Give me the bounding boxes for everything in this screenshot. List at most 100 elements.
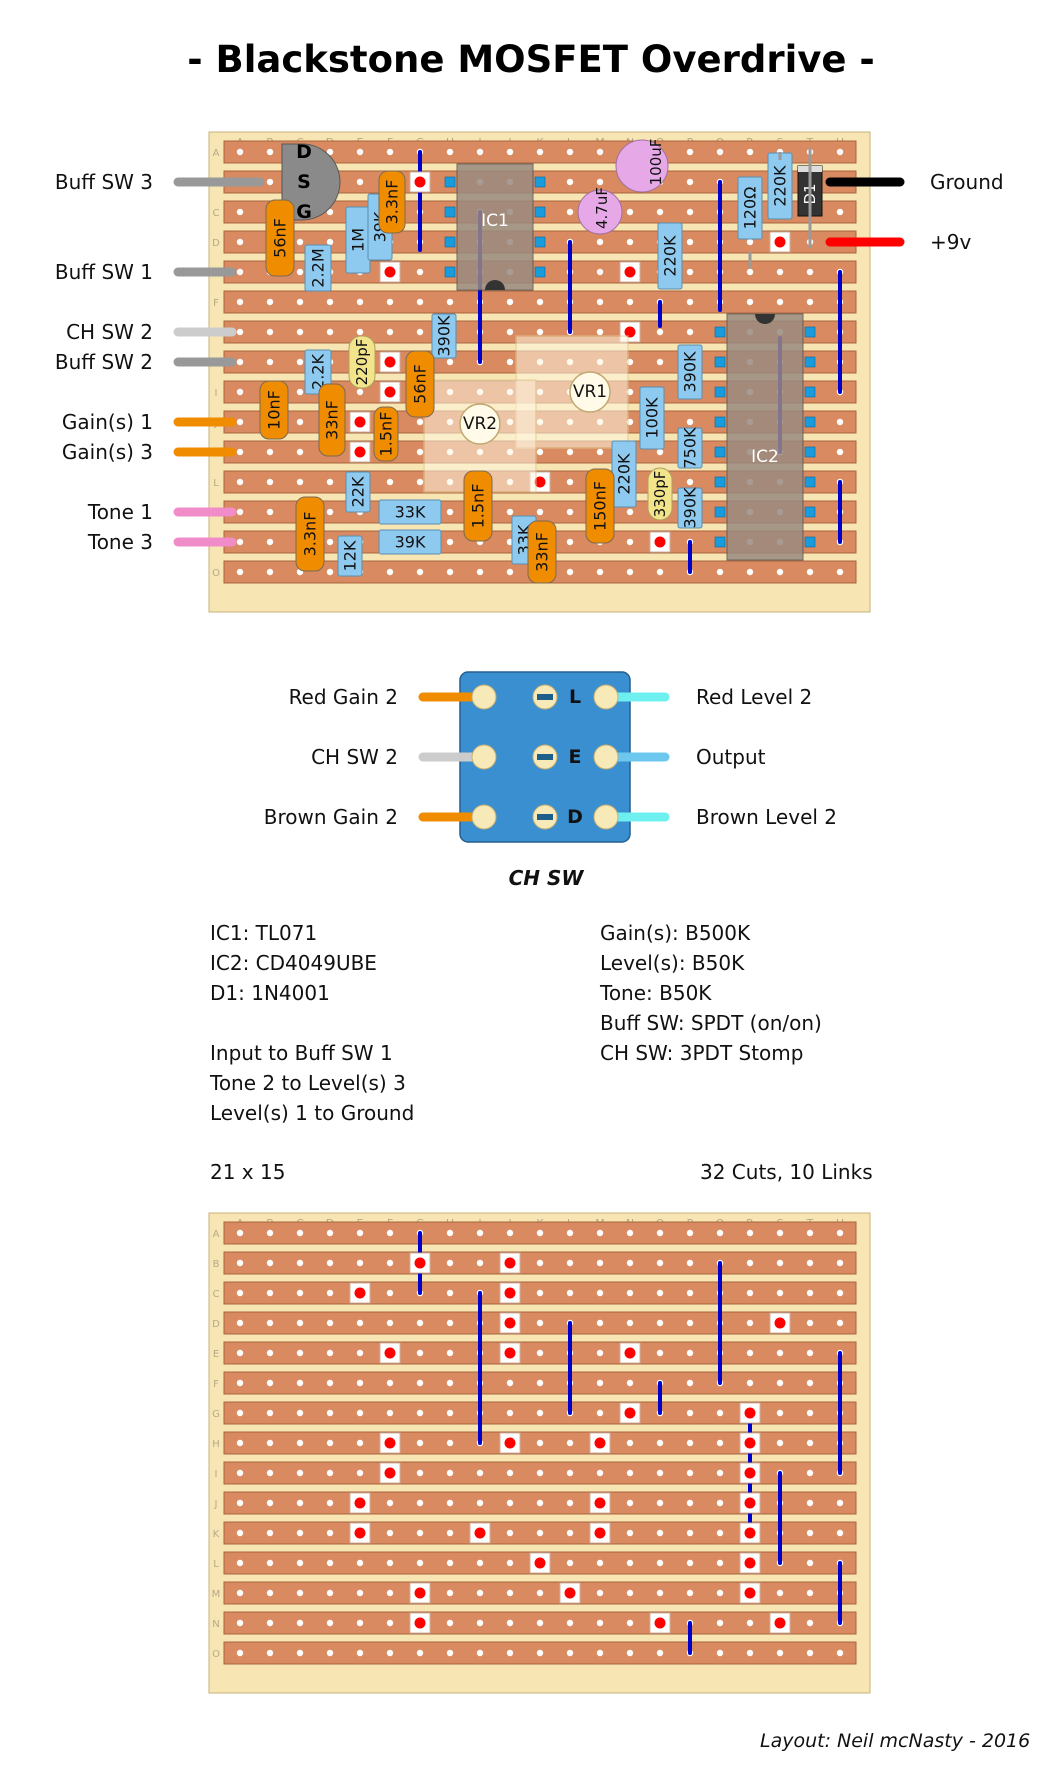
cuts-hole xyxy=(476,1619,484,1627)
r-750k-label: 750K xyxy=(681,427,700,469)
layout-hole xyxy=(266,178,274,186)
r-390k-a-body xyxy=(431,313,457,359)
cuts-hole xyxy=(476,1259,484,1267)
cuts-hole xyxy=(266,1409,274,1417)
mosfet-pin-label: S xyxy=(297,171,311,193)
cut-dot xyxy=(504,1437,516,1449)
r-33k-a-body xyxy=(378,499,442,525)
cuts-hole xyxy=(476,1469,484,1477)
c-1n5-a-body xyxy=(373,406,399,462)
cuts-hole xyxy=(686,1349,694,1357)
layout-hole xyxy=(506,568,514,576)
c-1n5-b-label: 1.5nF xyxy=(469,484,488,529)
c-3n3-b-body xyxy=(295,496,325,572)
c-4u7-label: 4.7uF xyxy=(593,187,611,229)
layout-hole xyxy=(356,328,364,336)
cut-dot xyxy=(534,1557,546,1569)
layout-hole xyxy=(776,298,784,306)
ch-sw-caption: CH SW xyxy=(509,866,585,890)
cuts-hole xyxy=(266,1349,274,1357)
cuts-hole xyxy=(266,1619,274,1627)
board2-strip-cut xyxy=(379,1342,401,1364)
component-pin xyxy=(804,476,816,488)
cuts-hole xyxy=(446,1619,454,1627)
cut-dot xyxy=(504,1347,516,1359)
cuts-hole xyxy=(626,1619,634,1627)
layout-hole xyxy=(326,478,334,486)
layout-hole xyxy=(686,478,694,486)
r-220k-a: 220K xyxy=(767,152,793,220)
cuts-hole xyxy=(806,1649,814,1657)
component-pin xyxy=(714,356,726,368)
layout-row-label: L xyxy=(213,478,219,489)
cuts-hole xyxy=(656,1559,664,1567)
layout-hole xyxy=(626,298,634,306)
cuts-hole xyxy=(266,1289,274,1297)
cuts-hole xyxy=(446,1319,454,1327)
cuts-hole xyxy=(326,1349,334,1357)
cuts-hole xyxy=(446,1349,454,1357)
cuts-hole xyxy=(566,1619,574,1627)
cuts-hole xyxy=(746,1229,754,1237)
layout-hole xyxy=(566,148,574,156)
layout-hole xyxy=(356,148,364,156)
cuts-hole xyxy=(476,1649,484,1657)
cuts-hole xyxy=(776,1289,784,1297)
layout-hole xyxy=(236,238,244,246)
r-220k-b-body xyxy=(657,222,683,290)
ch-sw-right-label: Output xyxy=(696,745,766,769)
layout-hole xyxy=(416,298,424,306)
layout-hole xyxy=(416,568,424,576)
cuts-hole xyxy=(326,1529,334,1537)
cuts-hole xyxy=(686,1439,694,1447)
cuts-hole xyxy=(656,1469,664,1477)
layout-hole xyxy=(686,208,694,216)
layout-hole xyxy=(596,148,604,156)
c-3n3-top-body xyxy=(378,170,406,234)
cuts-hole xyxy=(566,1649,574,1657)
cut-dot xyxy=(624,266,636,278)
layout-hole xyxy=(356,298,364,306)
cuts-hole xyxy=(236,1349,244,1357)
note-ic1: IC1: TL071 xyxy=(210,921,318,945)
r-1m: 1M xyxy=(345,206,371,274)
cuts-row-label: O xyxy=(212,1649,220,1660)
r-390k-a-label: 390K xyxy=(435,315,454,357)
mosfet-body xyxy=(281,143,341,221)
layout-hole xyxy=(536,328,544,336)
layout-hole xyxy=(266,358,274,366)
cuts-hole xyxy=(386,1319,394,1327)
cuts-hole xyxy=(506,1589,514,1597)
ic2-chip: IC2 xyxy=(726,313,804,561)
layout-hole xyxy=(836,568,844,576)
cuts-hole xyxy=(536,1289,544,1297)
cuts-hole xyxy=(506,1499,514,1507)
cuts-hole xyxy=(266,1529,274,1537)
cuts-hole xyxy=(596,1469,604,1477)
note-input: Input to Buff SW 1 xyxy=(210,1041,393,1065)
cuts-hole xyxy=(296,1259,304,1267)
board2-strip-cut xyxy=(589,1432,611,1454)
c-100u-label: 100uF xyxy=(647,139,665,186)
offboard-wire-label: Buff SW 1 xyxy=(55,260,153,284)
cuts-hole xyxy=(356,1559,364,1567)
cuts-hole xyxy=(446,1439,454,1447)
cut-dot xyxy=(414,1587,426,1599)
r-22k-label: 22K xyxy=(349,476,368,507)
r-220k-b-label: 220K xyxy=(661,235,680,277)
cuts-hole xyxy=(326,1289,334,1297)
cuts-row-label: L xyxy=(213,1559,219,1570)
cuts-hole xyxy=(656,1529,664,1537)
c-330p: 330pF xyxy=(647,467,673,521)
board2-strip-cut xyxy=(739,1402,761,1424)
strip-cut xyxy=(379,381,401,403)
cuts-hole xyxy=(506,1229,514,1237)
layout-hole xyxy=(506,358,514,366)
layout-hole xyxy=(596,328,604,336)
cuts-hole xyxy=(266,1559,274,1567)
cuts-links-label: 32 Cuts, 10 Links xyxy=(700,1160,873,1184)
ch-sw-lug-bar xyxy=(537,694,553,700)
cuts-hole xyxy=(446,1559,454,1567)
cuts-hole xyxy=(506,1559,514,1567)
board2-strip-cut xyxy=(409,1252,431,1274)
